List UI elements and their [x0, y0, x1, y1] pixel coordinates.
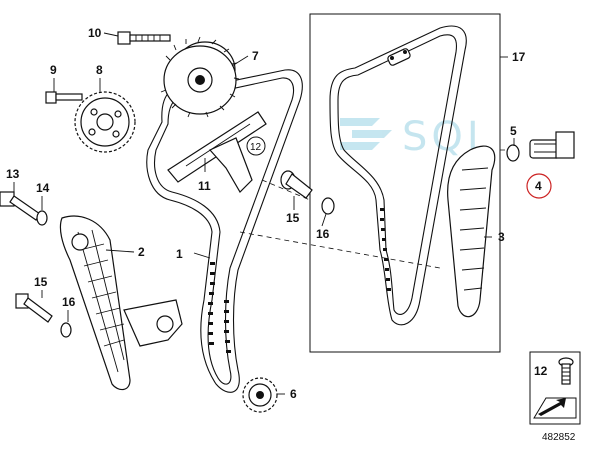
- callout-4: 4: [535, 179, 542, 193]
- callout-1: 1: [176, 247, 183, 261]
- callout-9: 9: [50, 63, 57, 77]
- bolt-12-icon: [558, 357, 574, 385]
- camshaft-bolt: [117, 31, 171, 45]
- tensioner-seal: [506, 144, 520, 162]
- seal-ring-middle: [321, 197, 335, 215]
- chain-links: [208, 262, 231, 353]
- chain-tensioner: [529, 131, 575, 159]
- callout-5: 5: [510, 124, 517, 138]
- callout-12-upper: 12: [246, 136, 266, 156]
- camshaft-adjuster-sprocket: [160, 36, 240, 118]
- callout-12-inset: 12: [534, 364, 548, 378]
- exhaust-camshaft-sprocket: [74, 91, 136, 153]
- inset-chain-links: [380, 208, 391, 291]
- long-bolt: [0, 191, 41, 221]
- callout-8: 8: [96, 63, 103, 77]
- inset-frame: [309, 13, 501, 353]
- callout-17: 17: [512, 50, 526, 64]
- guide-bolt-upper: [280, 170, 313, 199]
- callout-16-upper: 16: [316, 227, 330, 241]
- callout-2: 2: [138, 245, 145, 259]
- callout-11: 11: [198, 179, 211, 193]
- diagram-number: 482852: [542, 432, 576, 443]
- svg-text:12: 12: [250, 142, 262, 153]
- guide-rail: [447, 145, 496, 318]
- callout-10: 10: [88, 26, 102, 40]
- slide-rail: [167, 111, 267, 193]
- callout-6: 6: [290, 387, 297, 401]
- guide-bolt-lower: [15, 293, 53, 323]
- seal-ring-upper: [36, 210, 48, 226]
- highlight-circle: [526, 173, 552, 199]
- bolt-12-inset: 12: [529, 351, 581, 425]
- arrow-icon: [533, 397, 577, 419]
- callout-15-lower: 15: [34, 275, 48, 289]
- timing-chain: [146, 69, 303, 393]
- crankshaft-sprocket: [242, 377, 278, 413]
- callout-16-lower: 16: [62, 295, 76, 309]
- inset-timing-chain: [329, 25, 467, 326]
- callout-15-upper: 15: [286, 211, 300, 225]
- callout-3: 3: [498, 230, 505, 244]
- chain-master-link: [387, 48, 411, 66]
- callout-7: 7: [252, 49, 259, 63]
- seal-ring-lower: [60, 322, 72, 338]
- alignment-line-lower: [239, 231, 441, 269]
- callout-13: 13: [6, 167, 20, 181]
- callout-14: 14: [36, 181, 50, 195]
- tensioning-rail: [59, 215, 183, 391]
- sprocket-bolt: [45, 91, 83, 104]
